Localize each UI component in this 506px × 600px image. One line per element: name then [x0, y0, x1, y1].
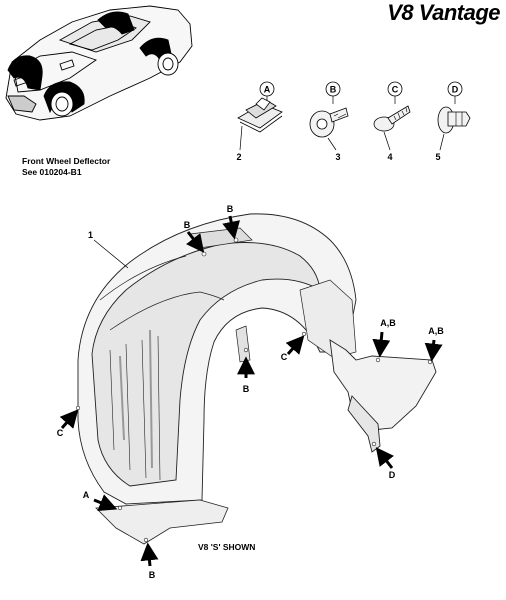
brand-title: V8 Vantage	[387, 0, 500, 25]
clip-nut-icon	[237, 97, 283, 133]
callout-mid-c: C	[281, 352, 288, 362]
fastener-d: D 5	[435, 81, 471, 162]
fastener-number: 4	[387, 152, 392, 162]
fastener-letter: A	[264, 85, 271, 95]
flange-bolt-icon	[309, 107, 349, 138]
fastener-number: 5	[435, 152, 440, 162]
splash-shield	[329, 339, 437, 453]
part-number-callout: 1	[88, 230, 129, 269]
fastener-number: 3	[335, 152, 340, 162]
callout-bottom-b: B	[149, 570, 156, 580]
fastener-a: A 2	[236, 81, 283, 162]
callout-mid-b: B	[243, 384, 250, 394]
callout-right-ab-2: A,B	[428, 326, 444, 336]
callout-top-b-2: B	[227, 204, 234, 214]
fastener-legend: A 2 B 3	[236, 81, 471, 162]
part-number: 1	[88, 230, 93, 240]
callout-right-d: D	[389, 470, 396, 480]
callout-bottom-a: A	[83, 490, 90, 500]
fastener-letter: D	[452, 85, 459, 95]
caption: V8 'S' SHOWN	[198, 542, 256, 552]
callout-left-c: C	[57, 428, 64, 438]
wheel-arch-liner	[75, 213, 357, 545]
fastener-letter: B	[330, 85, 337, 95]
callout-right-ab-1: A,B	[380, 318, 396, 328]
fastener-number: 2	[236, 152, 241, 162]
callout-top-b: B	[184, 220, 191, 230]
push-rivet-icon	[437, 106, 471, 134]
reference-see: See 010204-B1	[22, 167, 82, 177]
fixing-callouts: B B B C C A B A,B A,B D	[57, 204, 445, 580]
fastener-letter: C	[392, 85, 399, 95]
self-tapping-screw-icon	[373, 105, 411, 132]
fastener-c: C 4	[373, 81, 411, 162]
reference-title: Front Wheel Deflector	[22, 156, 111, 166]
car-illustration	[5, 5, 193, 121]
reference-note: Front Wheel Deflector See 010204-B1	[22, 156, 110, 178]
fastener-b: B 3	[309, 81, 349, 162]
